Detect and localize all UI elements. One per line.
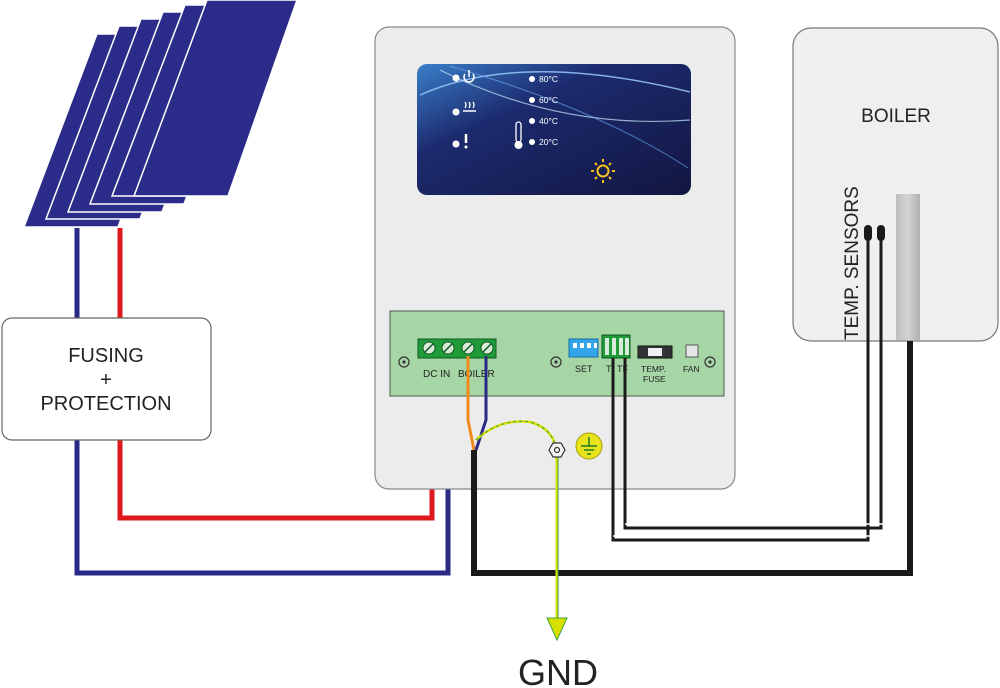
- temp-20: 20°C: [539, 137, 558, 147]
- tf-label: TF: [617, 364, 628, 374]
- fusing-label: FUSING: [68, 345, 144, 367]
- gnd-label: GND: [518, 652, 598, 688]
- set-label: SET: [575, 364, 593, 374]
- thermometer-icon: [514, 121, 523, 149]
- ground-symbol-icon: [575, 432, 603, 460]
- t-label: T: [606, 364, 612, 374]
- temp-sensors-label: TEMP. SENSORS: [842, 186, 863, 340]
- temp-80: 80°C: [539, 74, 558, 84]
- fusing-protection-box: FUSING + PROTECTION: [1, 317, 212, 441]
- plus-label: +: [100, 369, 112, 391]
- controller-unit: 80°C 60°C 40°C 20°C: [374, 26, 736, 490]
- boiler-terminal-label: BOILER: [458, 369, 495, 380]
- fan-label: FAN: [683, 364, 700, 374]
- fan-connector: [685, 344, 699, 358]
- terminal-block: [417, 338, 497, 359]
- temp-fuse: [637, 345, 673, 359]
- temp-60: 60°C: [539, 95, 558, 105]
- warning-icon: [464, 134, 468, 149]
- boiler-title: BOILER: [861, 106, 931, 127]
- temp-fuse-label-1: TEMP.: [641, 364, 666, 374]
- temp-scale: 80°C 60°C 40°C 20°C: [529, 74, 558, 147]
- protection-label: PROTECTION: [40, 393, 171, 415]
- solar-panel-array: [22, 0, 298, 228]
- dip-switch-set: [568, 338, 599, 358]
- wires-boiler-load: [466, 341, 913, 576]
- dc-in-label: DC IN: [423, 369, 450, 380]
- wires-panel-to-fusing: [74, 228, 123, 318]
- ground-nut: [548, 442, 566, 458]
- temp-fuse-label-2: FUSE: [643, 374, 666, 384]
- temp-40: 40°C: [539, 116, 558, 126]
- terminal-board: DC IN BOILER SET T TF: [389, 310, 725, 397]
- sensor-probe-1: [864, 225, 872, 241]
- controller-display: 80°C 60°C 40°C 20°C: [417, 64, 691, 195]
- wire-ground: [475, 420, 568, 642]
- heater-icon: [463, 101, 476, 112]
- power-icon: [463, 70, 475, 83]
- sun-icon: [591, 159, 615, 183]
- heating-element: [896, 194, 920, 340]
- sensor-terminal: [601, 334, 631, 359]
- sensor-probe-2: [877, 225, 885, 241]
- wires-temp-sensors: [611, 225, 885, 542]
- boiler-box: BOILER TEMP. SENSORS: [792, 27, 999, 342]
